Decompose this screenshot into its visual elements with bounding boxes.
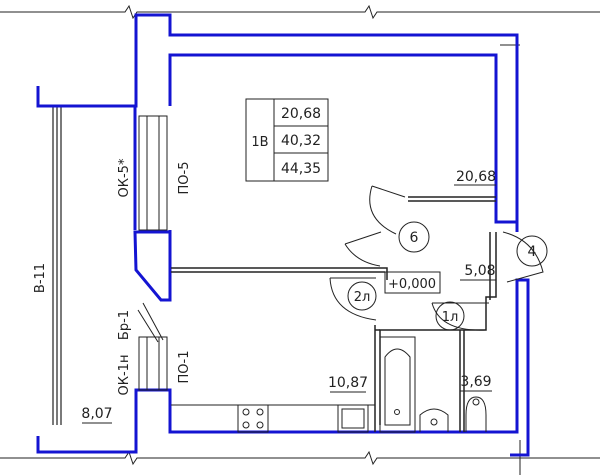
break-lines	[0, 4, 600, 475]
door-kitchen	[329, 277, 377, 321]
room-number-hall: 4	[528, 244, 537, 260]
wall-pier	[133, 230, 172, 302]
room-number-circle-6	[398, 221, 430, 253]
label-window-top: ОК-5*	[117, 158, 132, 197]
kitchen-counter	[171, 404, 375, 433]
door-living-lower	[344, 231, 382, 267]
label-loggia-glazing: В-11	[33, 263, 48, 293]
door-bath	[431, 302, 489, 331]
area-hall: 5,08	[464, 263, 495, 279]
loggia-glazing	[52, 106, 62, 425]
door-tag-circle-2	[347, 281, 377, 311]
door-tag-1l: 1л	[442, 310, 459, 325]
doors	[137, 185, 544, 343]
toilet-icon	[465, 396, 487, 432]
door-tag-circle-1	[435, 301, 465, 331]
door-balcony	[137, 302, 164, 343]
stove-icon	[237, 404, 269, 433]
outer-wall-top	[36, 13, 519, 232]
outer-wall-bottom	[36, 278, 530, 457]
partitions	[171, 196, 497, 432]
area-kitchen: 10,87	[328, 375, 368, 391]
label-balcony-door: Бр-1	[117, 310, 132, 340]
label-window-bottom: ОК-1н	[117, 355, 132, 396]
washbasin-icon	[419, 408, 449, 432]
inner-wall-top	[133, 53, 517, 230]
window-top-frame	[138, 115, 168, 231]
window-bottom-frame	[138, 336, 168, 391]
flat-area-with-loggia: 44,35	[281, 161, 321, 177]
room-number-circle-4	[516, 235, 548, 267]
window-frames	[138, 115, 168, 391]
level-mark: +0,000	[388, 277, 436, 292]
flat-code: 1В	[251, 135, 268, 150]
area-living: 20,68	[456, 169, 496, 185]
flat-area-total: 40,32	[281, 133, 321, 149]
flat-area-living: 20,68	[281, 106, 321, 122]
area-loggia: 8,07	[81, 406, 112, 422]
area-bathroom: 3,69	[460, 374, 491, 390]
bathroom-fixtures	[379, 336, 487, 433]
door-tag-2l: 2л	[354, 290, 371, 305]
label-opening-bottom: ПО-1	[177, 351, 192, 384]
door-entrance	[502, 231, 544, 283]
label-opening-top: ПО-5	[177, 162, 192, 195]
room-number-living: 6	[410, 230, 419, 246]
door-living-swing	[369, 185, 406, 235]
level-mark-box	[384, 271, 441, 294]
sink-icon	[337, 404, 369, 433]
bathtub-icon	[379, 336, 416, 433]
flat-info-table	[245, 98, 329, 182]
walls	[36, 13, 530, 457]
